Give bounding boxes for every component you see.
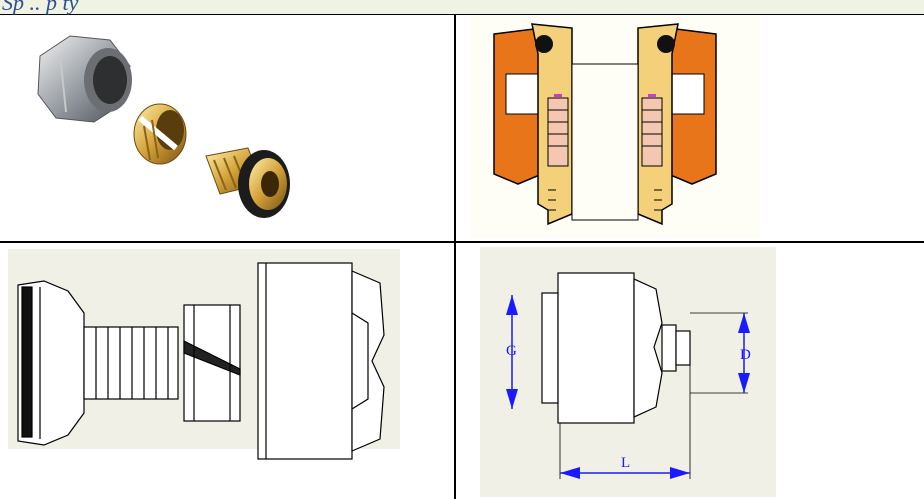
ferrule-left (547, 97, 569, 167)
table-divider-horizontal (0, 241, 924, 243)
exploded-drawing-cell (0, 243, 454, 499)
table-divider-vertical (454, 14, 456, 499)
ferrule-right (641, 97, 663, 167)
dimension-label-g: G (506, 343, 517, 359)
o-ring-left (535, 35, 553, 53)
dimension-drawing-cell: G D L (456, 243, 924, 499)
chrome-nut (37, 35, 132, 123)
exploded-line-drawing (8, 249, 400, 460)
cross-section-cell (456, 14, 924, 241)
brass-ring (133, 103, 187, 165)
o-ring-right (657, 35, 675, 53)
page-heading: Sp .. p ty (2, 0, 79, 15)
dimension-d: D (738, 313, 751, 393)
dimension-l: L (560, 455, 690, 479)
fitting-photo-cell (0, 14, 454, 241)
cross-section-drawing (470, 16, 760, 238)
fitting-parts-photo (37, 35, 290, 218)
dimension-label-l: L (621, 455, 630, 471)
brass-body (205, 147, 290, 218)
dimension-g: G (506, 295, 518, 409)
dimension-drawing: G D L (480, 247, 776, 497)
top-band: Sp .. p ty (0, 0, 924, 15)
fitting-table: G D L (0, 14, 924, 499)
dimension-label-d: D (740, 347, 751, 363)
